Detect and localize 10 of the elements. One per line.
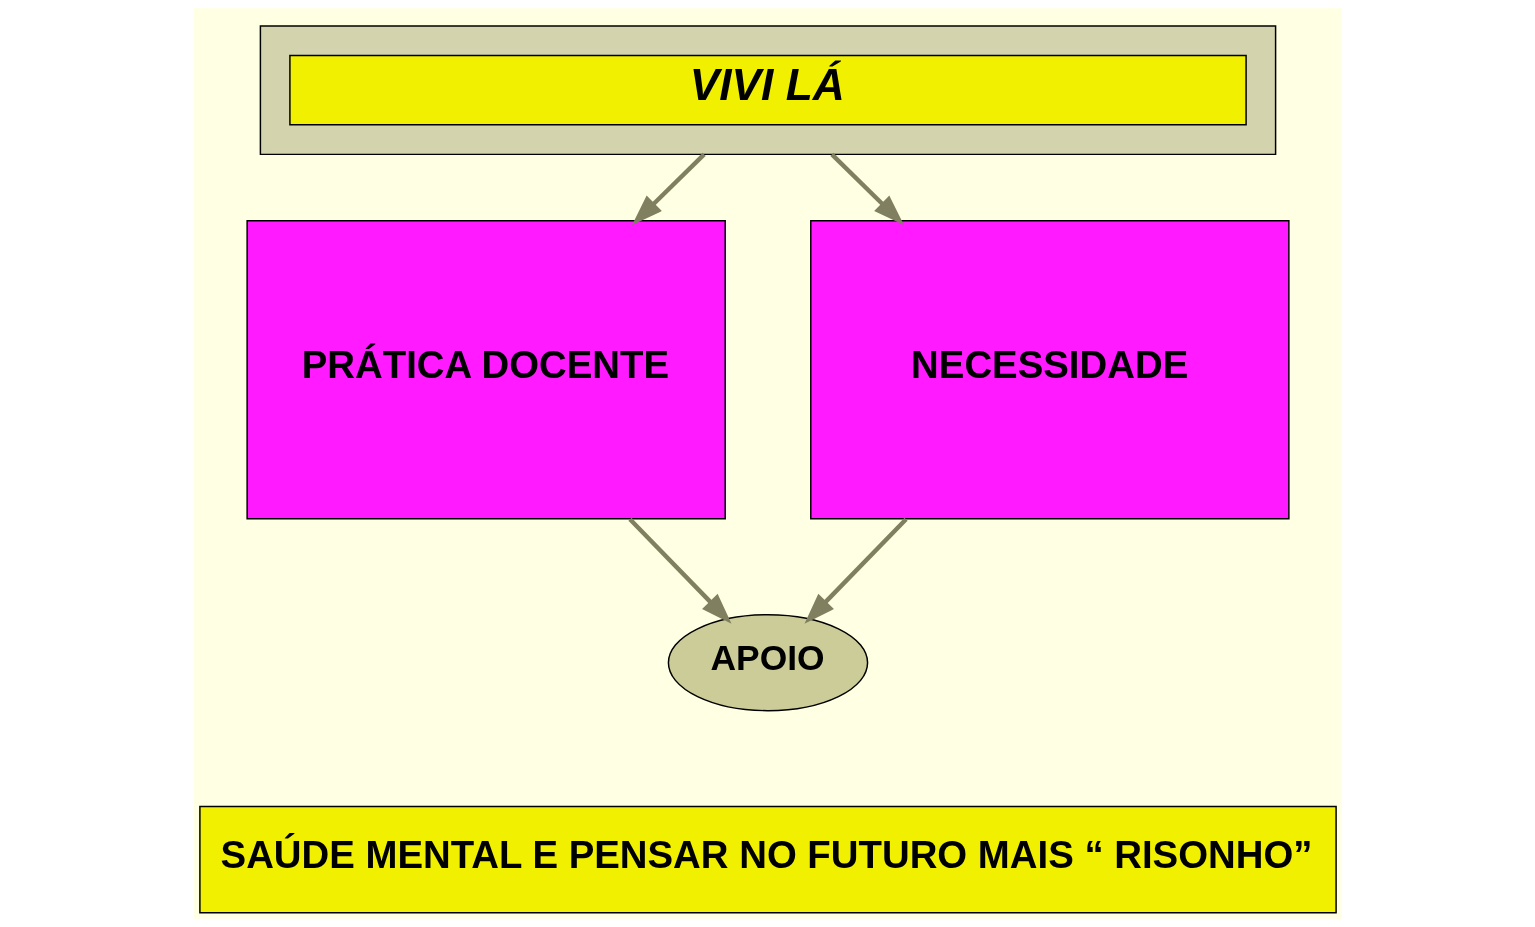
- arrow: [829, 152, 904, 226]
- arrow: [631, 152, 706, 226]
- arrow: [627, 517, 732, 624]
- node-box: SAÚDE MENTAL E PENSAR NO FUTURO MAIS “ RISONHO”: [198, 805, 1337, 914]
- node-box: NECESSIDADE: [809, 220, 1290, 520]
- node-box: PRÁTICA DOCENTE: [245, 220, 726, 520]
- cluster: [259, 25, 1276, 156]
- node-ellipse: APOIO: [667, 614, 868, 712]
- arrow: [803, 517, 908, 624]
- node-box: VIVI LÁ: [288, 54, 1247, 126]
